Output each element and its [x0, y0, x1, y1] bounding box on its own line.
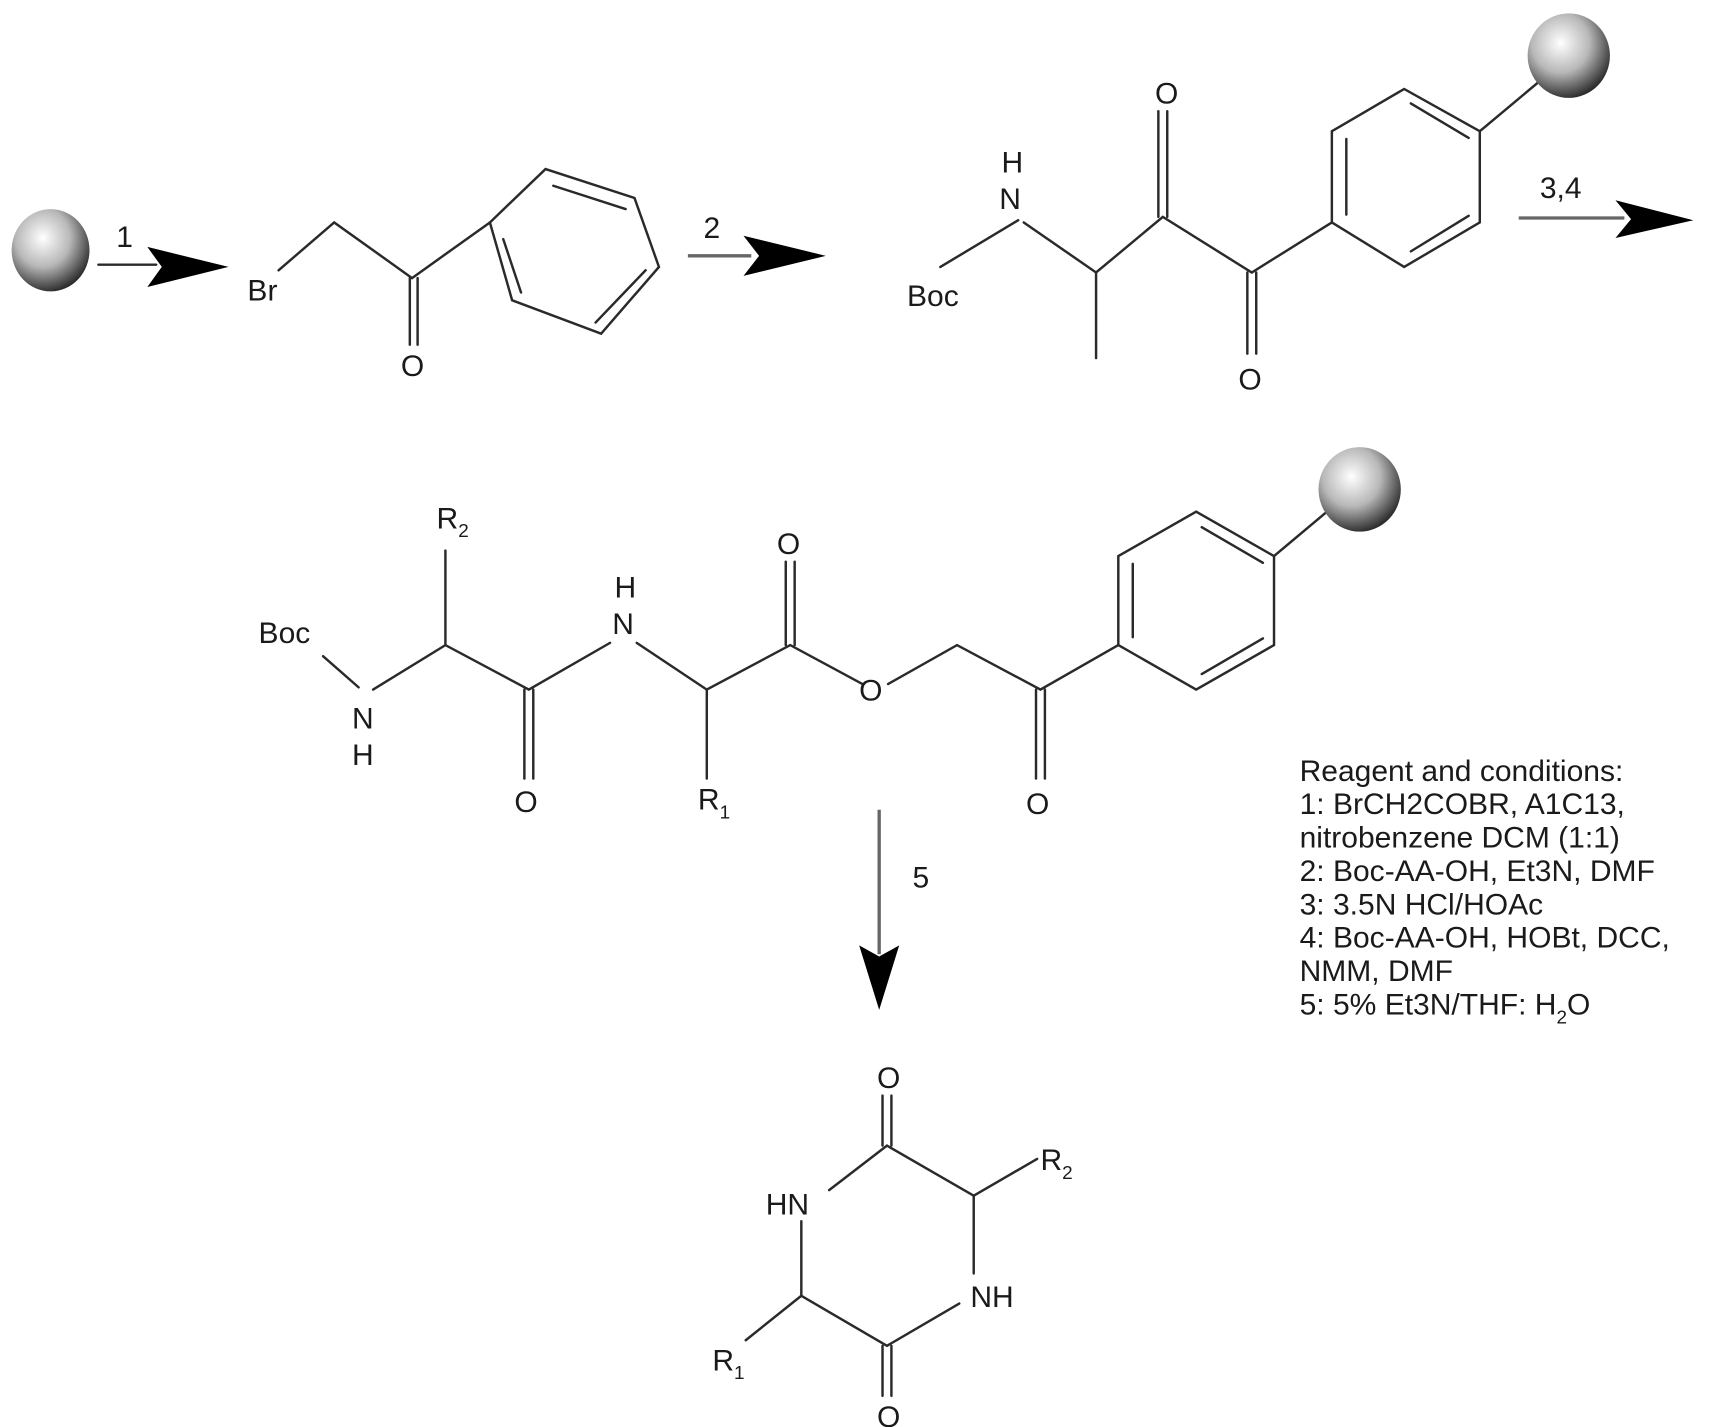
atom-o: O	[859, 675, 882, 708]
atom-h: H	[614, 571, 636, 604]
conditions-title: Reagent and conditions:	[1300, 755, 1624, 788]
atom-o: O	[777, 528, 800, 561]
atom-o: O	[1155, 77, 1178, 110]
atom-o: O	[877, 1062, 900, 1095]
condition-line: 3: 3.5N HCl/HOAc	[1300, 888, 1544, 921]
atom-h: H	[352, 739, 374, 772]
substituent-r1: R1	[712, 1344, 744, 1384]
compound-boc-aa-resin-ester: H N Boc O O	[907, 77, 1543, 396]
condition-line: 4: Boc-AA-OH, HOBt, DCC,	[1300, 922, 1670, 955]
substituent-r1: R1	[698, 784, 730, 824]
atom-o: O	[514, 786, 537, 819]
reagent-conditions: Reagent and conditions: 1: BrCH2COBR, A1…	[1300, 755, 1670, 1028]
arrow-step-5: 5	[859, 809, 930, 1010]
atom-o: O	[1238, 363, 1261, 396]
step-label-3-4: 3,4	[1540, 172, 1582, 205]
step-label-2: 2	[703, 212, 720, 245]
resin-bead-icon	[11, 209, 90, 292]
atom-o: O	[877, 1401, 900, 1427]
resin-bead-icon	[1318, 447, 1401, 532]
atom-nh: NH	[970, 1281, 1013, 1314]
atom-h: H	[1002, 146, 1024, 179]
arrow-step-1: 1	[97, 221, 229, 287]
substituent-r2: R2	[1040, 1144, 1072, 1184]
atom-o: O	[401, 350, 424, 383]
condition-line: 1: BrCH2COBR, A1C13,	[1300, 788, 1625, 821]
compound-dipeptide-resin-ester: Boc N H R2 O H N R1 O O O	[259, 502, 1331, 824]
atom-br: Br	[247, 274, 277, 307]
substituent-r2: R2	[437, 502, 469, 542]
arrow-step-3-4: 3,4	[1518, 172, 1694, 239]
condition-line: nitrobenzene DCM (1:1)	[1300, 822, 1620, 855]
arrow-step-2: 2	[687, 212, 826, 276]
condition-line: 2: Boc-AA-OH, Et3N, DMF	[1300, 855, 1655, 888]
step-label-5: 5	[913, 862, 930, 895]
atom-boc: Boc	[907, 280, 959, 313]
condition-line: 5: 5% Et3N/THF: H2O	[1300, 988, 1591, 1028]
atom-boc: Boc	[259, 617, 311, 650]
atom-o: O	[1026, 788, 1049, 821]
compound-diketopiperazine: O R2 HN NH R1 O	[712, 1062, 1072, 1427]
atom-n: N	[352, 703, 374, 736]
compound-bromoacetophenone: Br O	[247, 167, 661, 383]
resin-bead-icon	[1527, 13, 1610, 98]
atom-hn: HN	[766, 1189, 809, 1222]
atom-n: N	[999, 183, 1021, 216]
atom-n: N	[612, 608, 634, 641]
condition-line: NMM, DMF	[1300, 955, 1453, 988]
step-label-1: 1	[116, 221, 133, 254]
